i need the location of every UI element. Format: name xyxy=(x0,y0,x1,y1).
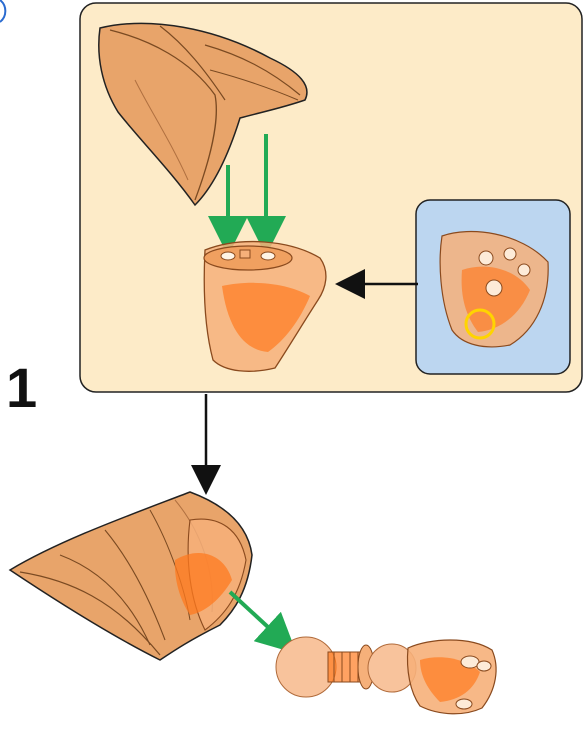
corner-badge xyxy=(0,0,5,22)
green-arrow xyxy=(230,592,282,640)
shell-part-assembled xyxy=(10,492,252,660)
pin-assembly xyxy=(276,637,496,714)
